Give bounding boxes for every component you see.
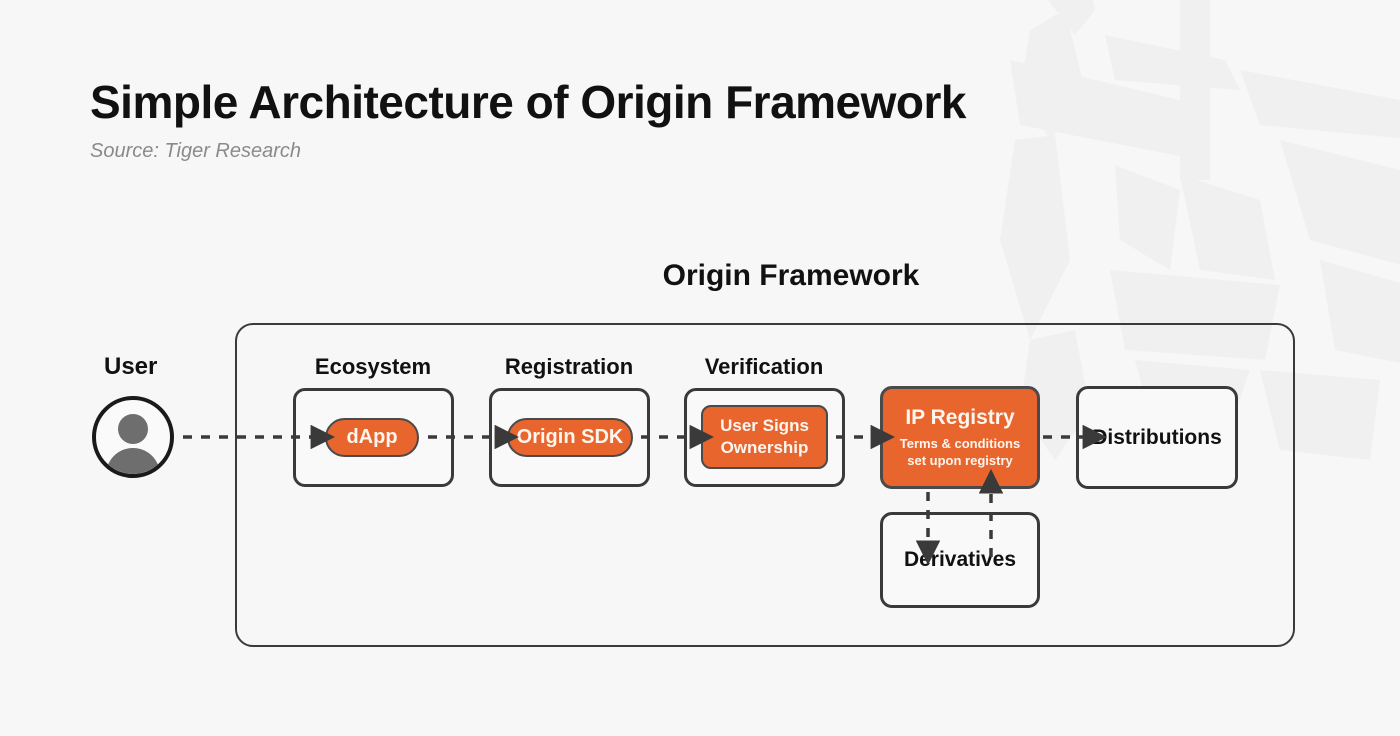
origin-framework-container: [235, 323, 1295, 647]
header-block: Simple Architecture of Origin Framework …: [90, 76, 967, 163]
user-avatar-icon: [92, 396, 174, 478]
node-ip-registry[interactable]: IP Registry Terms & conditions set upon …: [880, 386, 1040, 489]
node-dapp[interactable]: dApp: [325, 418, 419, 457]
avatar-body-shape: [106, 448, 160, 474]
ip-registry-title: IP Registry: [905, 406, 1015, 430]
node-distributions[interactable]: Distributions: [1076, 386, 1238, 489]
node-derivatives-label: Derivatives: [903, 548, 1017, 571]
stage-label-verification: Verification: [704, 354, 824, 379]
stage-label-registration: Registration: [504, 354, 634, 379]
diagram-title: Origin Framework: [662, 259, 920, 292]
node-origin-sdk-label: Origin SDK: [516, 426, 624, 448]
ip-registry-subtitle-line1: Terms & conditions: [899, 436, 1021, 452]
source-attribution: Source: Tiger Research: [90, 140, 302, 163]
stage-label-ecosystem: Ecosystem: [314, 354, 432, 379]
node-dapp-label: dApp: [346, 426, 398, 448]
user-label: User: [104, 353, 158, 380]
node-origin-sdk[interactable]: Origin SDK: [507, 418, 633, 457]
node-derivatives[interactable]: Derivatives: [880, 512, 1040, 608]
ip-registry-subtitle-line2: set upon registry: [907, 452, 1013, 468]
node-user-signs-line2: Ownership: [720, 438, 809, 457]
node-distributions-label: Distributions: [1092, 425, 1222, 449]
node-user-signs-line1: User Signs: [720, 415, 809, 435]
avatar-head-shape: [118, 414, 148, 444]
node-user-signs-ownership[interactable]: User Signs Ownership: [701, 405, 828, 469]
page-title: Simple Architecture of Origin Framework: [90, 76, 967, 128]
